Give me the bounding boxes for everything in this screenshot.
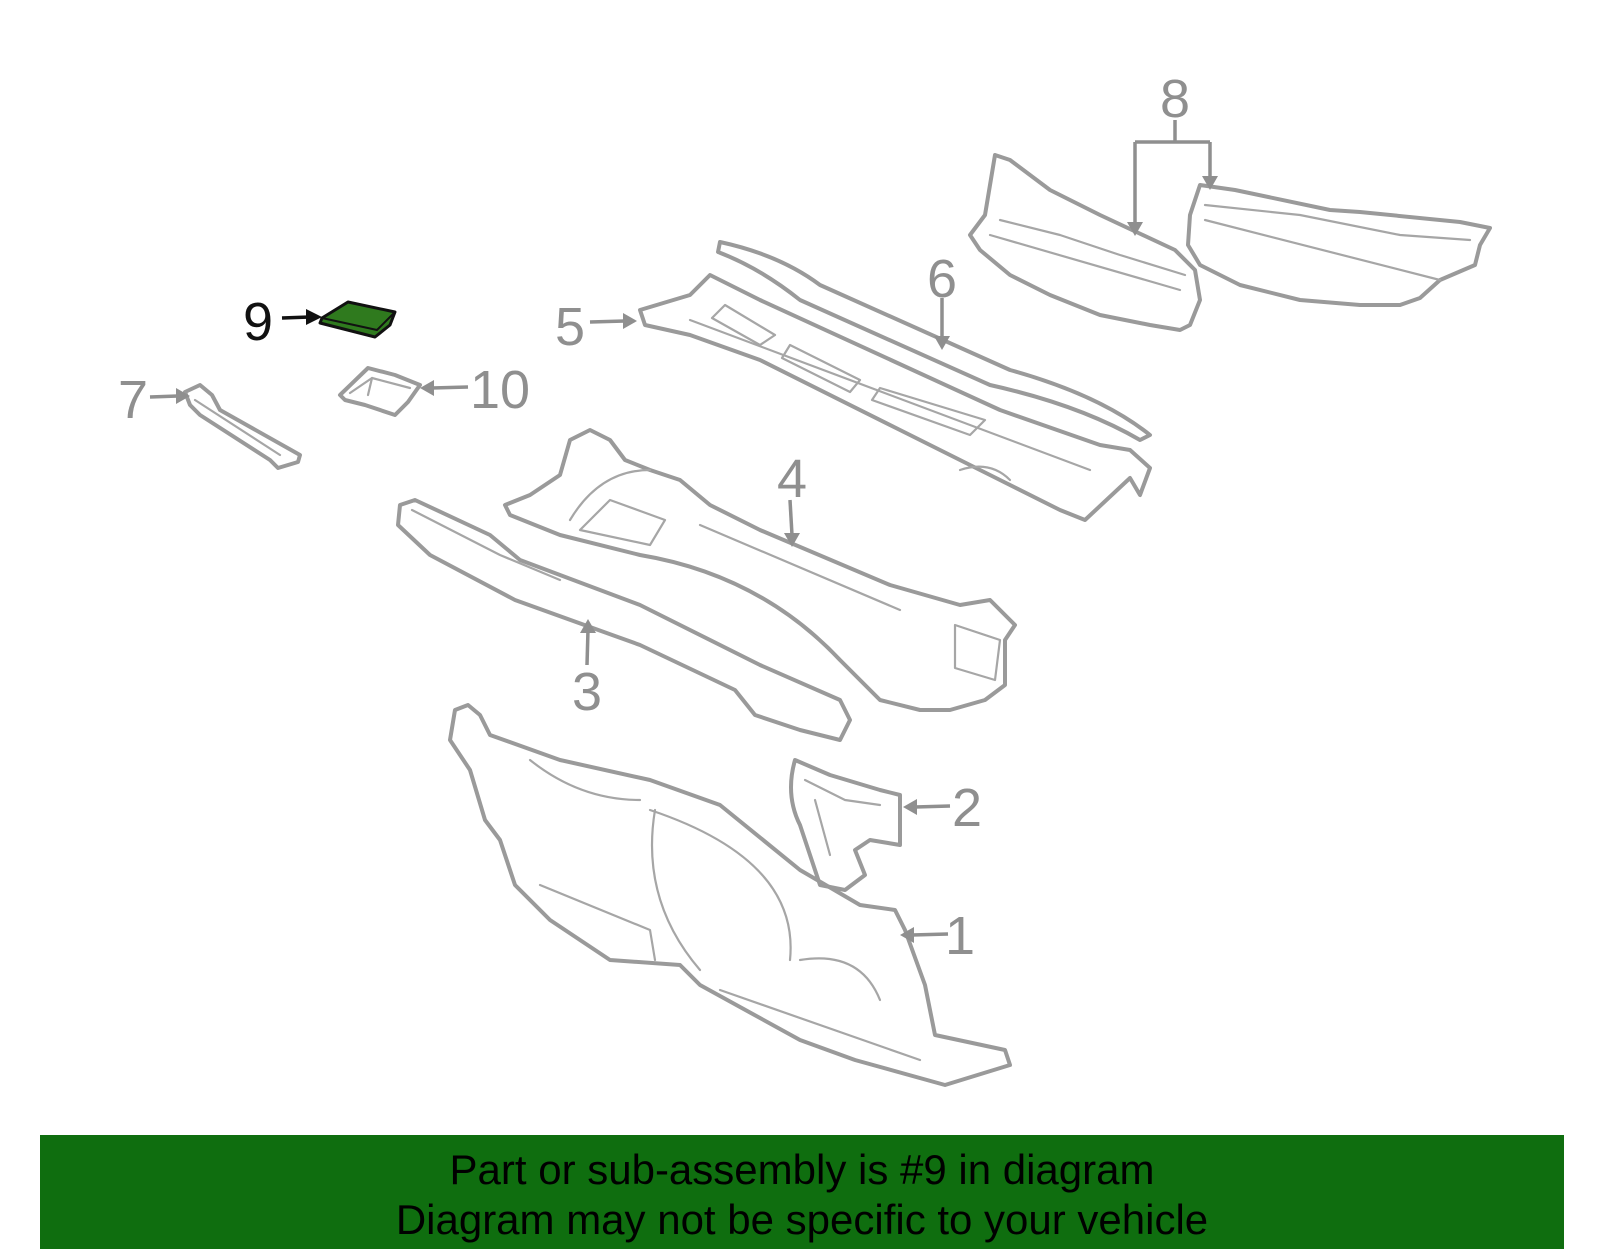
part-4[interactable] <box>503 428 1017 712</box>
callout-3: 3 <box>572 662 602 722</box>
callout-6: 6 <box>927 249 957 309</box>
part-9-highlighted[interactable] <box>318 300 397 339</box>
part-5[interactable] <box>638 273 1152 522</box>
part-3[interactable] <box>396 498 852 742</box>
parts-diagram: 8 6 5 9 10 7 4 3 2 1 <box>118 69 1492 1087</box>
callout-8: 8 <box>1160 69 1190 129</box>
info-banner: Part or sub-assembly is #9 in diagram Di… <box>40 1135 1564 1249</box>
callout-5: 5 <box>555 297 585 357</box>
callout-9: 9 <box>243 292 273 352</box>
callout-labels: 8 6 5 9 10 7 4 3 2 1 <box>118 69 1190 966</box>
banner-line-2: Diagram may not be specific to your vehi… <box>395 1196 1209 1243</box>
callout-4: 4 <box>777 449 807 509</box>
part-10[interactable] <box>338 366 422 417</box>
part-2[interactable] <box>789 758 902 892</box>
part-8[interactable] <box>968 153 1492 332</box>
part-7[interactable] <box>183 383 302 470</box>
part-6[interactable] <box>716 240 1152 442</box>
callout-10: 10 <box>470 360 530 420</box>
callout-2: 2 <box>952 778 982 838</box>
callout-7: 7 <box>118 370 148 430</box>
callout-1: 1 <box>945 906 975 966</box>
banner-line-1: Part or sub-assembly is #9 in diagram <box>449 1146 1155 1193</box>
part-1[interactable] <box>448 703 1012 1087</box>
leader-lines <box>149 120 1218 943</box>
